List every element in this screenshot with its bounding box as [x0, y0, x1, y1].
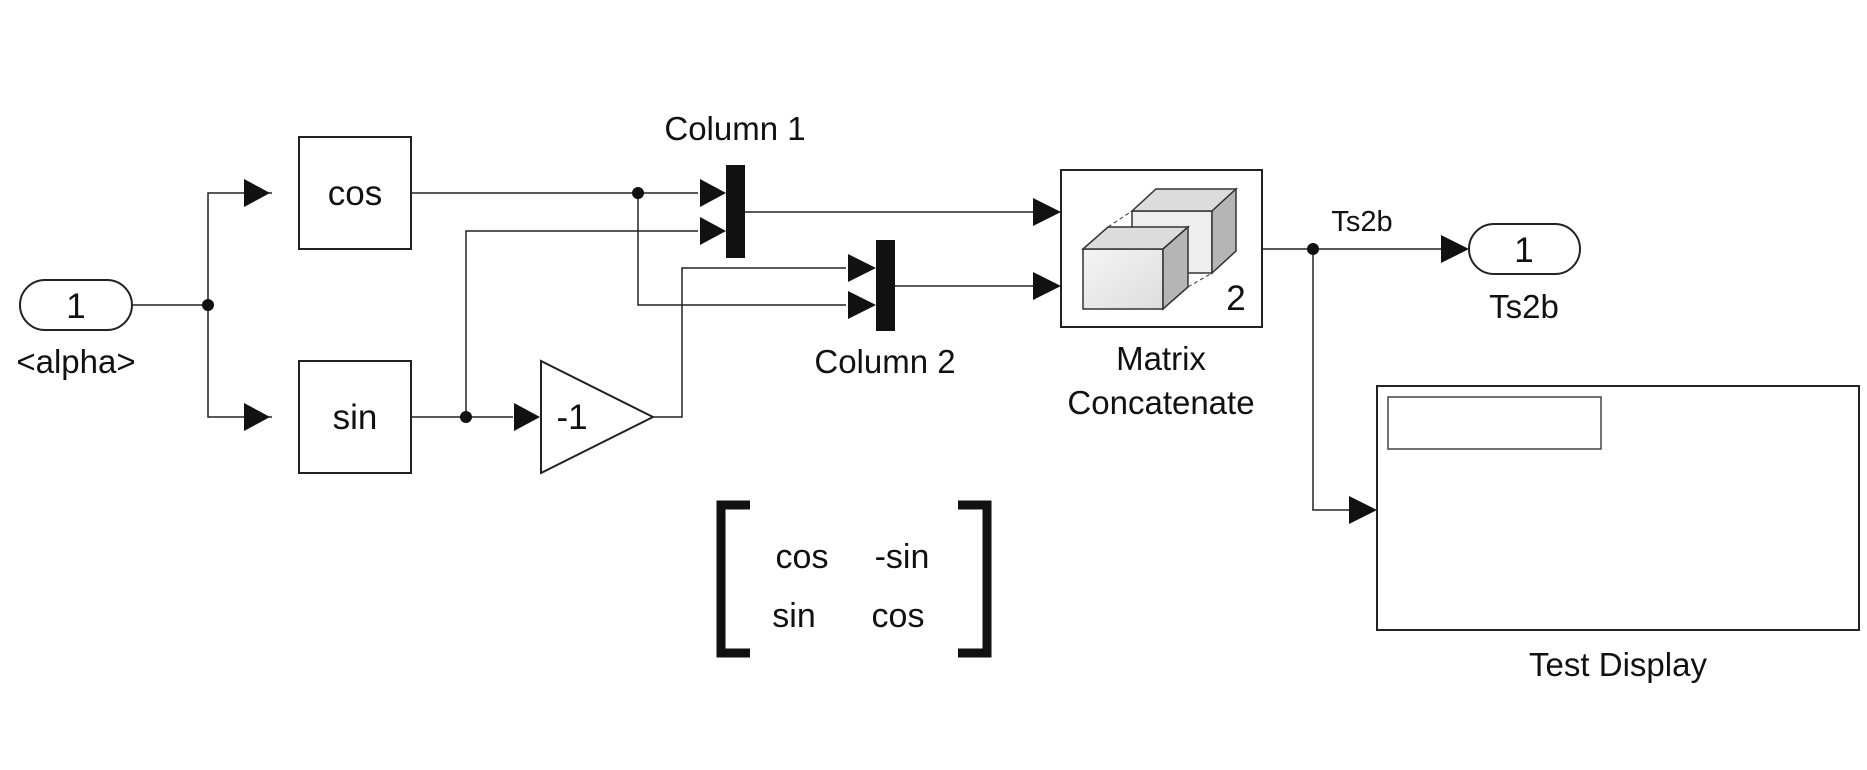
arrowhead-sin-in — [244, 403, 270, 431]
cos-block-label: cos — [328, 174, 382, 213]
arrowhead-cos-in — [244, 179, 270, 207]
arrowhead-mux2-in1 — [848, 254, 876, 282]
arrowhead-mux2-in2 — [848, 291, 876, 319]
branch-points — [202, 187, 1319, 423]
branch-point-cos — [632, 187, 644, 199]
signal-label-ts2b[interactable]: Ts2b — [1331, 206, 1392, 238]
concatenate-dimension: 2 — [1226, 279, 1245, 318]
branch-point-input — [202, 299, 214, 311]
mux-column-2[interactable]: Column 2 — [814, 240, 956, 380]
wire-to-cos[interactable] — [207, 192, 272, 305]
arrowhead-outport-in — [1441, 235, 1469, 263]
mux-column-1[interactable]: Column 1 — [664, 110, 806, 258]
matrix-concatenate-block[interactable]: 2 Matrix Concatenate — [1060, 169, 1263, 421]
arrowhead-display-in — [1349, 496, 1377, 524]
cos-block-shape[interactable] — [298, 136, 412, 250]
outport-ts2b[interactable]: 1 Ts2b — [1468, 223, 1581, 325]
mux-1-bar[interactable] — [726, 165, 745, 258]
arrowhead-concat-in1 — [1033, 198, 1061, 226]
test-display-readout — [1387, 396, 1602, 450]
matrix-right-bracket — [958, 500, 992, 658]
test-display-label: Test Display — [1529, 646, 1707, 683]
rotation-matrix-annotation: cos -sin sin cos — [716, 500, 992, 658]
concatenate-label-line1: Matrix — [1116, 340, 1206, 377]
inport-label: <alpha> — [16, 343, 135, 380]
outport-shape[interactable] — [1468, 223, 1581, 275]
arrowhead-gain-in — [514, 403, 540, 431]
cos-block[interactable]: cos — [298, 136, 412, 250]
matrix-r1c1: cos — [776, 538, 829, 576]
matrix-left-bracket — [716, 500, 750, 658]
inport-alpha[interactable]: 1 <alpha> — [16, 279, 136, 380]
arrowhead-mux1-in1 — [700, 179, 726, 207]
wire-sin-to-mux1[interactable] — [465, 230, 698, 417]
mux-2-label: Column 2 — [814, 343, 955, 380]
matrix-r2c2: cos — [872, 597, 925, 635]
inport-shape[interactable] — [19, 279, 133, 331]
test-display-block[interactable]: Test Display — [1376, 385, 1860, 683]
inport-number: 1 — [66, 287, 85, 326]
matrix-r1c2: -sin — [875, 538, 930, 576]
concatenate-label-line2: Concatenate — [1067, 384, 1254, 421]
gain-value: -1 — [556, 398, 587, 437]
outport-label: Ts2b — [1489, 288, 1559, 325]
wire-gain-to-mux2[interactable] — [653, 267, 846, 418]
signal-arrowheads — [244, 179, 1469, 524]
matrix-r2c1: sin — [772, 597, 815, 635]
arrowhead-mux1-in2 — [700, 217, 726, 245]
sin-block-label: sin — [333, 398, 378, 437]
branch-point-output — [1307, 243, 1319, 255]
gain-block[interactable]: -1 — [540, 359, 656, 475]
gain-triangle[interactable] — [540, 359, 656, 475]
arrowhead-concat-in2 — [1033, 272, 1061, 300]
sin-block[interactable]: sin — [298, 360, 412, 474]
wire-to-display[interactable] — [1312, 249, 1350, 511]
mux-1-label: Column 1 — [664, 110, 805, 147]
outport-number: 1 — [1514, 231, 1533, 270]
wire-to-sin[interactable] — [207, 305, 272, 418]
concatenate-cubes-icon — [1081, 187, 1238, 311]
branch-point-sin — [460, 411, 472, 423]
mux-2-bar[interactable] — [876, 240, 895, 331]
sin-block-shape[interactable] — [298, 360, 412, 474]
